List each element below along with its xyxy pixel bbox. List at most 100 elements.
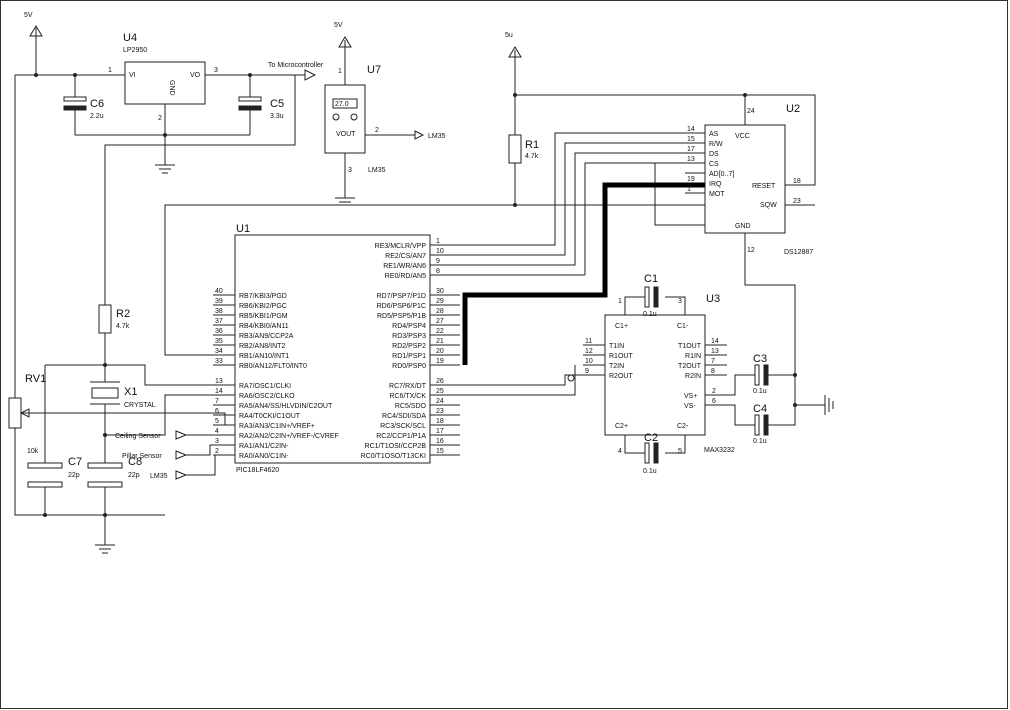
sensor-inputs: Ceiling Sensor Pillar Sensor LM35 [115,430,235,480]
u7-out-label: LM35 [428,133,446,140]
u3-left-pin-name: T1IN [609,343,624,350]
u1-right-d-pin-number: 20 [436,348,444,355]
u1-right-d-pin-name: RD7/PSP7/P1D [377,293,426,300]
c3-ref: C3 [753,353,767,365]
c8-capacitor: C8 22p [87,456,142,488]
u3-right-pin-number: 7 [711,358,715,365]
u1-right-e-pin-number: 9 [436,258,440,265]
u2-left-pin-number: 15 [687,136,695,143]
u2-left-pin-name: IRQ [709,181,722,188]
u1-left-pin-number: 33 [215,358,223,365]
u1-left-pin-name: RA2/AN2/C2IN+/VREF-/CVREF [239,433,339,440]
u3-vsn: VS- [684,403,696,410]
u3-c1n: C1- [677,323,689,330]
u2-left-pin-number: 13 [687,156,695,163]
u1-left-pin-name: RA3/AN3/C1IN+/VREF+ [239,423,315,430]
r1-resistor: R1 4.7k [508,134,539,164]
u1-right-c-pin-name: RC0/T1OSO/T13CKI [361,453,426,460]
u7-ref: U7 [367,64,381,76]
u1-right-e-pin-number: 10 [436,248,444,255]
u1-left-pin-name: RB5/KBI1/PGM [239,313,288,320]
u4-pin-vo: 3 [214,67,218,74]
u2-left-pin-number: 19 [687,176,695,183]
u1-right-e-pin-name: RE0/RD/AN5 [385,273,426,280]
u3-right-pin-name: R1IN [685,353,701,360]
u3-right-pin-name: T1OUT [678,343,702,350]
u1-left-pin-name: RA6/OSC2/CLKO [239,393,295,400]
c6-ref: C6 [90,98,104,110]
u1-right-c-pin-number: 25 [436,388,444,395]
c4-val: 0.1u [753,438,767,445]
c7-ref: C7 [68,456,82,468]
u2-reset: RESET [752,183,776,190]
u1-right-d-pin-name: RD6/PSP6/P1C [377,303,426,310]
u1-right-d-pin-number: 28 [436,308,444,315]
u2-left-pin-name: CS [709,161,719,168]
u7-display: 27.0 [335,101,349,108]
x1-crystal: X1 CRYSTAL [90,381,156,409]
c5-ref: C5 [270,98,284,110]
u1-left-pin-number: 7 [215,398,219,405]
rv1-ref: RV1 [25,373,46,385]
u3-left-pin-name: T2IN [609,363,624,370]
u1-part: PIC18LF4620 [236,467,279,474]
u1-left-pin-number: 6 [215,408,219,415]
u3-vsp: VS+ [684,393,697,400]
u1-right-d-pin-number: 22 [436,328,444,335]
u2-left-pin-number: 14 [687,126,695,133]
c5-val: 3.3u [270,113,284,120]
u1-left-pin-name: RA0/AN0/C1IN- [239,453,289,460]
u1-right-d-pin-number: 30 [436,288,444,295]
u2-gnd-pin: 12 [747,247,755,254]
u1-right-e-pin-number: 8 [436,268,440,275]
supply-5u-r1-label: 5u [505,32,513,39]
u1-left-pin-number: 13 [215,378,223,385]
u1-right-d-pin-name: RD2/PSP2 [392,343,426,350]
u1-right-c-pin-name: RC7/RX/DT [389,383,427,390]
u1-ref: U1 [236,223,250,235]
c6-capacitor: C6 2.2u [63,75,104,135]
u1-right-c-pin-name: RC1/T1OSI/CCP2B [365,443,427,450]
u3-pin-c1p: 1 [618,298,622,305]
u1-left-pin-name: RB6/KBI2/PGC [239,303,287,310]
u7-part: LM35 [368,167,386,174]
u1-right-d-pin-name: RD1/PSP1 [392,353,426,360]
u2-gnd: GND [735,223,751,230]
c2-val: 0.1u [643,468,657,475]
u3-part: MAX3232 [704,447,735,454]
u3-left-pin-name: R1OUT [609,353,633,360]
u1-right-c-pin-number: 23 [436,408,444,415]
u4-vi: VI [129,72,136,79]
u4-part: LP2950 [123,47,147,54]
u2-left-pin-number: 1 [687,186,691,193]
c8-val: 22p [128,472,140,479]
ground-u3 [795,395,834,415]
c1-capacitor: C1 0.1u [643,273,659,318]
u2-left-pin-name: AD[0..7] [709,171,734,178]
u3-left-pin-number: 9 [585,368,589,375]
pillar-sensor-label: Pillar Sensor [122,453,162,460]
u2-part: DS12887 [784,249,813,256]
u1-right-d-pin-number: 21 [436,338,444,345]
c4-ref: C4 [753,403,767,415]
rv1-val: 10k [27,448,39,455]
u1-right-c-pin-number: 26 [436,378,444,385]
u3-c1p: C1+ [615,323,628,330]
u3-pin-c1n: 3 [678,298,682,305]
u3-right-pin-number: 8 [711,368,715,375]
x1-val: CRYSTAL [124,402,156,409]
u1-right-d-pin-number: 19 [436,358,444,365]
c7-val: 22p [68,472,80,479]
u1-left-pin-number: 39 [215,298,223,305]
c3-capacitor: C3 0.1u [753,353,769,395]
u1-left-pin-name: RA4/T0CKI/C1OUT [239,413,301,420]
u4-pin-vi: 1 [108,67,112,74]
data-bus [462,182,705,365]
u1-left-pin-name: RA5/AN4/SS/HLVDIN/C2OUT [239,403,333,410]
supply-5u-r1: 5u [505,32,522,135]
u7-lm35: 27.0 VOUT U7 1 2 3 LM35 [324,64,386,174]
u2-vcc: VCC [735,133,750,140]
u1-left-pin-number: 37 [215,318,223,325]
